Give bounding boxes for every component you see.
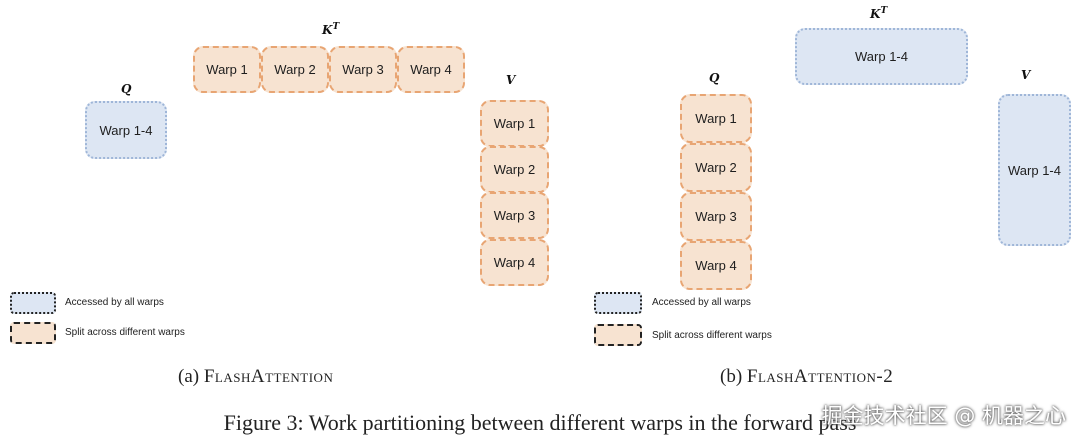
right-subcaption: (b) FlashAttention-2 <box>720 366 893 388</box>
left-v-box-2: Warp 2 <box>480 146 549 193</box>
figure-caption: Figure 3: Work partitioning between diff… <box>223 410 857 435</box>
right-q-box-3: Warp 3 <box>680 192 752 241</box>
left-kt-sup: T <box>332 22 340 32</box>
right-k-box: Warp 1-4 <box>795 28 968 85</box>
left-k-box-2: Warp 2 <box>261 46 329 93</box>
watermark: 掘金技术社区 @ 机器之心 <box>821 404 1066 428</box>
left-k-box-1: Warp 1 <box>193 46 261 93</box>
right-q-box-2: Warp 2 <box>680 143 752 192</box>
right-legend-split-swatch <box>594 324 642 346</box>
left-k-box-4: Warp 4 <box>397 46 465 93</box>
right-kt-sup: T <box>880 6 888 16</box>
left-legend-split-text: Split across different warps <box>65 327 185 338</box>
left-legend-accessed-text: Accessed by all warps <box>65 297 164 308</box>
left-subcaption-name: FlashAttention <box>203 366 334 387</box>
left-q-box: Warp 1-4 <box>85 101 167 159</box>
left-subcaption-prefix: (a) <box>178 366 204 387</box>
right-legend-accessed-swatch <box>594 292 642 314</box>
right-v-label: V <box>1021 68 1031 82</box>
right-legend-split-text: Split across different warps <box>652 330 772 341</box>
right-kt-label: KT <box>870 6 887 21</box>
right-subcaption-name: FlashAttention-2 <box>746 366 894 387</box>
right-q-box-1: Warp 1 <box>680 94 752 143</box>
right-legend-accessed-text: Accessed by all warps <box>652 297 751 308</box>
left-q-label: Q <box>121 82 132 96</box>
left-k-box-3: Warp 3 <box>329 46 397 93</box>
right-q-box-4: Warp 4 <box>680 241 752 290</box>
left-subcaption: (a) FlashAttention <box>178 366 333 388</box>
left-legend-split-swatch <box>10 322 56 344</box>
left-v-box-4: Warp 4 <box>480 239 549 286</box>
left-v-box-1: Warp 1 <box>480 100 549 147</box>
right-q-label: Q <box>709 71 720 85</box>
right-kt-base: K <box>870 7 881 21</box>
right-subcaption-prefix: (b) <box>720 366 747 387</box>
left-v-box-3: Warp 3 <box>480 192 549 239</box>
left-kt-label: KT <box>322 22 339 37</box>
left-v-label: V <box>506 73 516 87</box>
left-kt-base: K <box>322 23 333 37</box>
right-v-box: Warp 1-4 <box>998 94 1071 246</box>
left-legend-accessed-swatch <box>10 292 56 314</box>
